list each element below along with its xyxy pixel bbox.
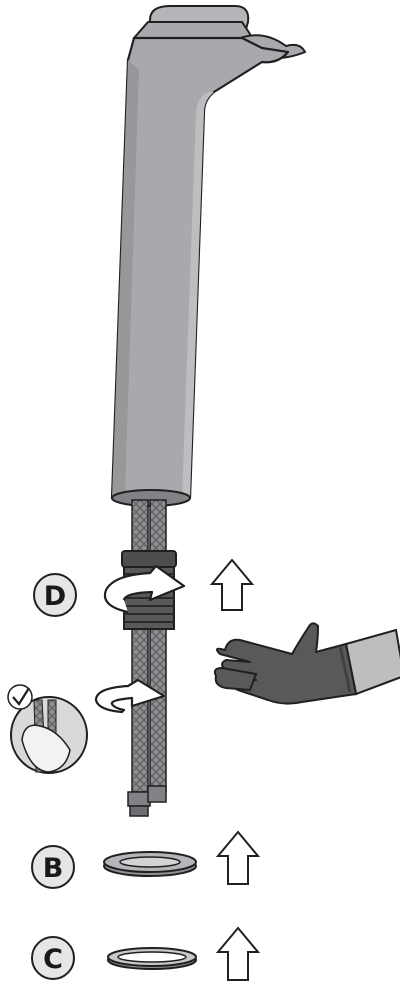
step-c-badge: C: [32, 937, 74, 979]
o-ring: [108, 948, 196, 969]
step-d-label: D: [44, 581, 66, 612]
up-arrow-icon: [218, 928, 258, 980]
faucet-body: [112, 38, 288, 506]
step-b-label: B: [43, 853, 64, 884]
step-b-badge: B: [32, 846, 74, 888]
up-arrow-icon: [212, 560, 252, 610]
step-c-label: C: [43, 944, 63, 975]
inset-detail: [8, 685, 87, 773]
gasket: [104, 852, 196, 876]
step-d-badge: D: [34, 574, 76, 616]
hand-icon: [215, 623, 400, 703]
up-arrow-icon: [218, 832, 258, 884]
water-hoses: [132, 500, 166, 792]
